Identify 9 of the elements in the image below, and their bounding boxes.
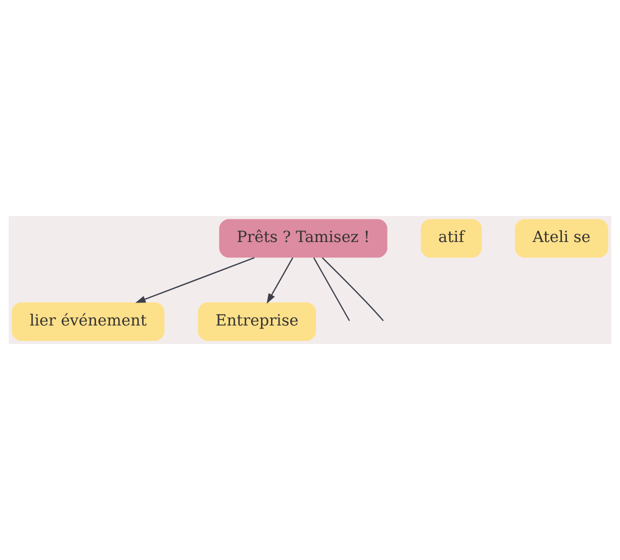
node-box: Entreprise [198, 302, 316, 341]
node-box: Prêts ? Tamisez ! [219, 219, 388, 258]
connector [313, 257, 350, 322]
node-box: Ateli se [514, 219, 608, 258]
node-box: atif [420, 219, 482, 258]
connector [322, 257, 384, 322]
arrow [135, 257, 255, 303]
arrow [266, 257, 294, 304]
node-box: lier événement [12, 302, 164, 341]
